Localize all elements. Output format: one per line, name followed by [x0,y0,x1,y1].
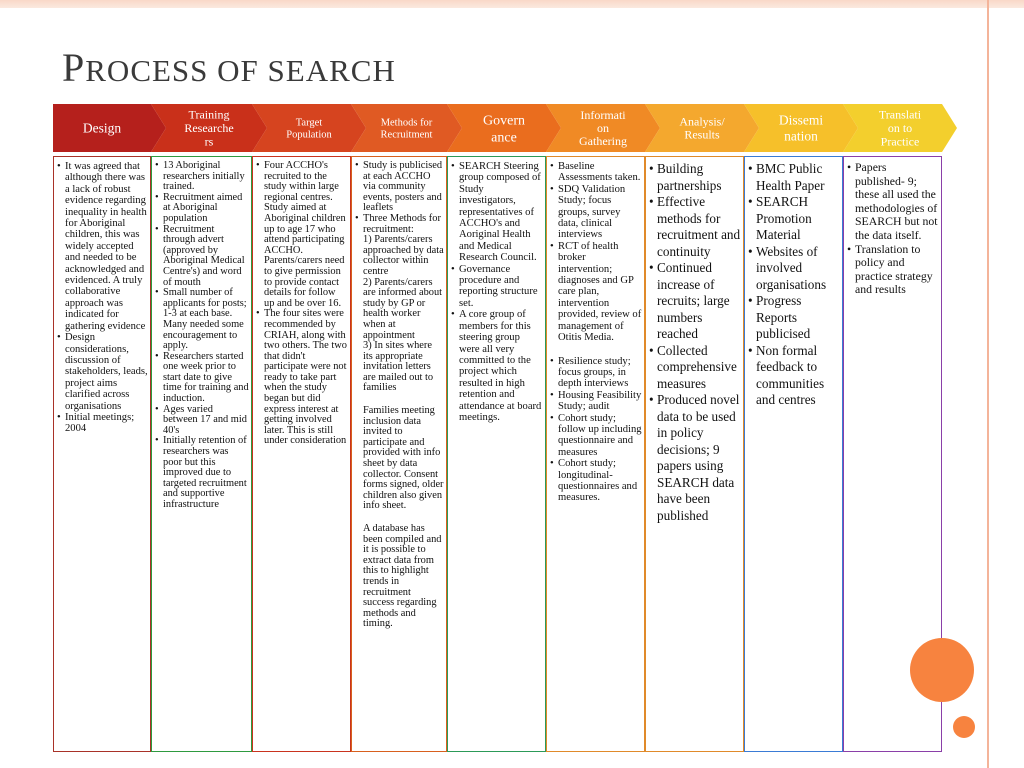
stage-translation-to-practice-chevron [843,104,957,152]
top-stripe [0,0,1024,8]
governance-item: A core group of members for this steerin… [451,309,543,423]
design-item: Initial meetings; 2004 [57,412,148,435]
stage-governance-chevron [447,104,561,152]
column-dissemination: BMC Public Health PaperSEARCH Promotion … [744,156,843,752]
decorative-dot [953,716,975,738]
methods-item: Families meeting inclusion data invited … [363,405,444,512]
methods-item: 3) In sites where its appropriate invita… [363,340,434,394]
analysis-item: Continued increase of recruits; large nu… [649,260,741,343]
column-design: It was agreed that although there was a … [53,156,151,752]
column-analysis: Building partnershipsEffective methods f… [645,156,744,752]
stage-training-researchers-label: rs [205,135,214,149]
stage-information-gathering-label: Gathering [579,134,627,148]
stage-methods-recruitment-chevron [351,104,462,152]
information-item: RCT of health broker intervention; diagn… [550,241,642,344]
column-methods: Study is publicised at each ACCHO via co… [351,156,447,752]
information-item: Cohort study; longitudinal- questionnair… [550,458,642,504]
information-item: Housing Feasibility Study; audit [550,390,642,413]
stage-target-population-label: Population [286,130,332,141]
column-training: 13 Aboriginal researchers initially trai… [151,156,252,752]
information-item: Resilience study; focus groups, in depth… [550,356,642,390]
methods-item: A database has been compiled and it is p… [363,523,442,630]
stage-training-researchers-chevron [151,104,267,152]
training-item: Initially retention of researchers was p… [155,436,249,510]
analysis-item: Collected comprehensive measures [649,343,741,393]
column-information: Baseline Assessments taken.SDQ Validatio… [546,156,645,752]
stage-training-researchers-label: Training [189,108,230,122]
analysis-item: Produced novel data to be used in policy… [649,392,741,524]
analysis-item: Building partnerships [649,161,741,194]
information-item: Baseline Assessments taken. [550,161,642,184]
target-list: Four ACCHO's recruited to the study with… [256,160,348,447]
translation-list: Papers published- 9; these all used the … [847,160,939,297]
dissemination-item: SEARCH Promotion Material [748,194,840,244]
methods-item: 1) Parents/carers approached by data col… [363,234,444,277]
column-governance: SEARCH Steering group composed of Study … [447,156,546,752]
title-initial: P [62,45,86,90]
governance-list: SEARCH Steering group composed of Study … [451,161,543,423]
stage-analysis-results-chevron [645,104,759,152]
training-item: 13 Aboriginal researchers initially trai… [155,160,249,193]
stage-training-researchers-label: Researche [184,121,233,135]
stage-information-gathering-label: on [597,121,609,135]
stage-target-population-chevron [252,104,366,152]
stage-governance-label: ance [491,130,517,145]
training-item: Small number of applicants for posts; 1-… [155,287,249,352]
right-rail [987,0,989,768]
analysis-item: Effective methods for recruitment and co… [649,194,741,260]
decorative-circle [910,638,974,702]
stage-information-gathering-chevron [546,104,660,152]
stage-dissemination-label: nation [784,129,818,144]
training-list: 13 Aboriginal researchers initially trai… [155,160,249,511]
design-item: Design considerations, discussion of sta… [57,332,148,412]
dissemination-item: BMC Public Health Paper [748,161,840,194]
information-list: Baseline Assessments taken.SDQ Validatio… [550,161,642,504]
stage-translation-to-practice-label: Practice [881,135,920,149]
methods-item: Three Methods for recruitment: [355,213,444,235]
translation-item: Papers published- 9; these all used the … [847,160,939,243]
stage-dissemination-chevron [744,104,858,152]
stage-methods-recruitment-label: Recruitment [381,130,433,141]
stage-analysis-results-label: Analysis/ [679,115,725,129]
information-item: Cohort study; follow up including questi… [550,413,642,459]
dissemination-item: Websites of involved organisations [748,244,840,294]
stage-target-population-label: Target [296,118,323,129]
target-item: The four sites were recommended by CRIAH… [256,309,348,447]
stage-methods-recruitment-label: Methods for [381,118,433,129]
stage-design-label: Design [83,121,121,136]
stage-governance-label: Govern [483,113,525,128]
stage-design-chevron [53,104,166,152]
stage-analysis-results-label: Results [684,128,720,142]
analysis-list: Building partnershipsEffective methods f… [649,161,741,524]
stage-information-gathering-label: Informati [580,108,626,122]
methods-item: 2) Parents/carers are informed about stu… [363,276,443,341]
dissemination-item: Progress Reports publicised [748,293,840,343]
training-item: Recruitment through advert (approved by … [155,224,249,289]
target-item: Four ACCHO's recruited to the study with… [256,160,348,309]
translation-item: Translation to policy and practice strat… [847,242,939,297]
governance-item: SEARCH Steering group composed of Study … [451,161,543,264]
training-item: Recruitment aimed at Aboriginal populati… [155,192,249,225]
design-item: It was agreed that although there was a … [57,161,148,332]
stage-translation-to-practice-label: on to [888,121,912,135]
training-item: Researchers started one week prior to st… [155,351,249,405]
stage-translation-to-practice-label: Translati [879,108,922,122]
training-item: Ages varied between 17 and mid 40's [155,404,249,437]
dissemination-item: Non formal feedback to communities and c… [748,343,840,409]
methods-list: Study is publicised at each ACCHO via co… [355,160,444,630]
column-target: Four ACCHO's recruited to the study with… [252,156,351,752]
design-list: It was agreed that although there was a … [57,161,148,435]
dissemination-list: BMC Public Health PaperSEARCH Promotion … [748,161,840,409]
stage-dissemination-label: Dissemi [779,113,824,128]
governance-item: Governance procedure and reporting struc… [451,264,543,310]
methods-item: Study is publicised at each ACCHO via co… [355,160,444,214]
title-rest: ROCESS OF SEARCH [85,53,396,88]
slide-title: PROCESS OF SEARCH [62,44,396,91]
information-item: SDQ Validation Study; focus groups, surv… [550,184,642,241]
